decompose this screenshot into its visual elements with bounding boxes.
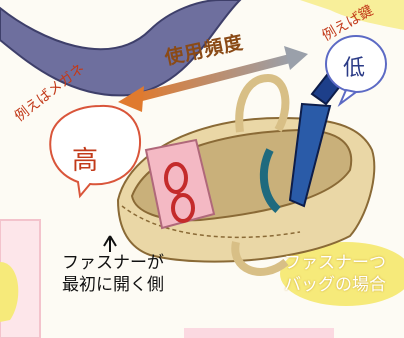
frequency-arrow	[118, 46, 308, 112]
yellow-blob-left	[0, 262, 19, 322]
zipper-bag-caption-line-2: バッグの場合	[284, 275, 386, 295]
yellow-blob-top	[300, 0, 404, 30]
glasses	[164, 162, 195, 223]
purple-ribbon	[0, 0, 242, 97]
zipper-caption-line-1: ファスナーが	[62, 253, 164, 273]
zipper-open-side-caption: ファスナーが 最初に開く側	[62, 252, 164, 296]
glasses-case	[144, 138, 216, 230]
zipper-caption-line-2: 最初に開く側	[62, 275, 164, 295]
umbrella-body	[288, 102, 332, 208]
bag-handle-1	[235, 73, 290, 133]
bubble-high	[49, 104, 141, 199]
low-frequency-label: 低	[343, 56, 366, 81]
zipper-pointer-icon	[103, 235, 117, 252]
high-frequency-label: 高	[72, 146, 99, 176]
yellow-highlight	[280, 242, 404, 306]
zipper-bag-caption-line-1: ファスナーつ	[284, 253, 386, 273]
bubble-low	[325, 35, 387, 108]
bag-handle-2	[231, 241, 289, 276]
pink-bar	[184, 328, 334, 338]
zipper-line	[121, 205, 301, 239]
teal-strap	[259, 148, 281, 214]
zipper-bag-caption: ファスナーつ バッグの場合	[284, 252, 386, 296]
